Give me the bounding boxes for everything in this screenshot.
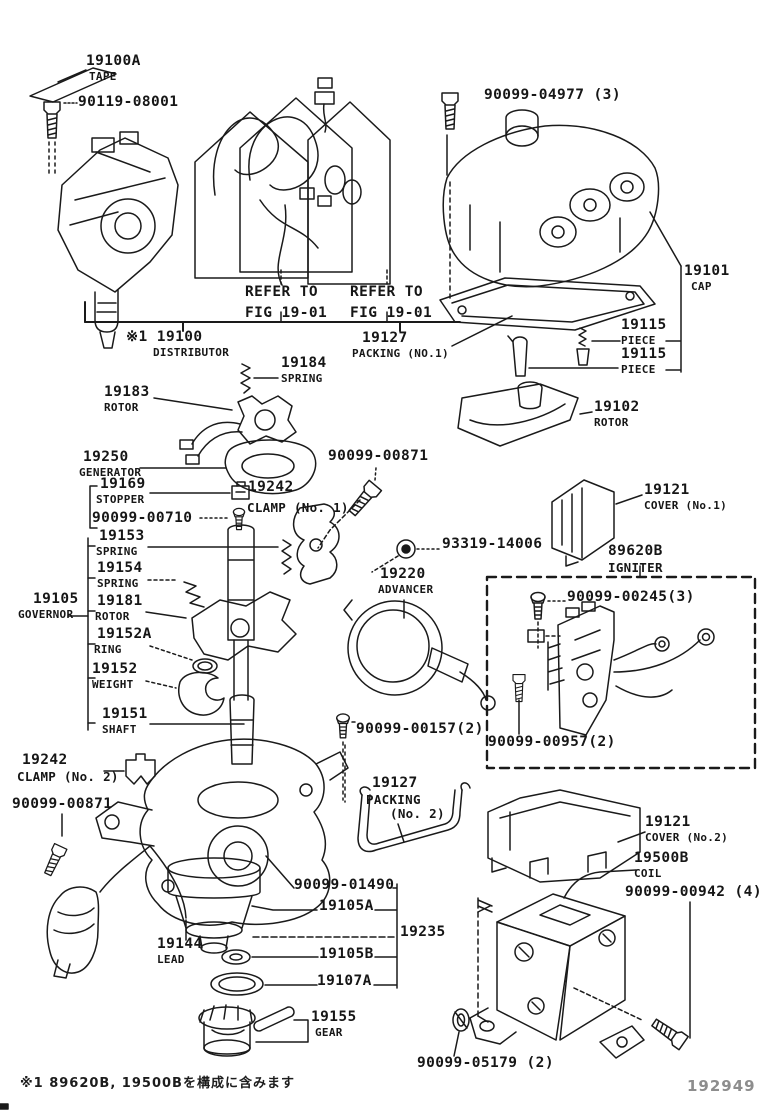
label-19500b-coil: 19500B COIL [634, 850, 689, 880]
assembly-bracket-line [84, 301, 461, 332]
igniter-drawing [512, 591, 715, 736]
label-19102-rotor: 19102 ROTOR [594, 399, 640, 429]
label-90099-01490: 90099-01490 [294, 877, 395, 893]
label-90099-00245: 90099-00245(3) [567, 589, 695, 605]
igniter-box [485, 565, 757, 770]
label-19154-spring: 19154 SPRING [97, 560, 143, 590]
page-number: 192949 [687, 1077, 756, 1095]
advancer-drawing [343, 599, 496, 711]
label-19105a: 19105A [319, 898, 374, 914]
rotor-19102-drawing [457, 381, 593, 447]
label-19181-rotor: 19181 ROTOR [95, 593, 143, 623]
governor-parts-drawing [145, 524, 297, 765]
label-93319-14006: 93319-14006 [442, 536, 543, 552]
label-19151-shaft: 19151 SHAFT [102, 706, 148, 736]
label-19115-piece-1: 19115 PIECE [621, 317, 667, 347]
label-90099-00957: 90099-00957(2) [488, 734, 616, 750]
label-19250-generator: 19250 GENERATOR [79, 449, 142, 479]
label-19105b: 19105B [319, 946, 374, 962]
label-19184-spring: 19184 SPRING [281, 355, 327, 385]
label-19152a-ring: 19152A RING [94, 626, 152, 656]
generator-19250-drawing [139, 395, 317, 495]
piece-19115-drawing [507, 265, 682, 377]
label-19183-rotor: 19183 ROTOR [104, 384, 150, 414]
label-19115-piece-2: 19115 PIECE [621, 346, 667, 376]
washer-oring-gear-drawing [198, 949, 319, 1057]
screw-00157-drawing [336, 713, 356, 801]
nut-93319-drawing [371, 539, 441, 573]
plug-wires-drawing [194, 77, 391, 286]
label-90099-04977: 90099-04977 (3) [484, 87, 621, 103]
label-19155-gear: 19155 GEAR [311, 1009, 357, 1039]
packing-no1-drawing [439, 277, 656, 347]
label-90099-00871-a: 90099-00871 [328, 448, 429, 464]
cover-no2-drawing [487, 789, 646, 883]
label-19127-packing-no1: 19127 PACKING (NO.1) [352, 330, 449, 360]
bolt-90119-drawing [43, 101, 78, 175]
packing-no2-drawing [344, 744, 471, 853]
label-refer-fig-2: REFER TO FIG 19-01 [350, 284, 433, 322]
label-19153-spring: 19153 SPRING [96, 528, 145, 558]
label-90099-00157: 90099-00157(2) [356, 721, 484, 737]
tape-drawing [29, 67, 117, 103]
label-19152-weight: 19152 WEIGHT [92, 661, 138, 691]
label-19101-cap: 19101 CAP [684, 263, 730, 293]
label-19242-no1: 19242 [248, 479, 294, 495]
housing-drawing [40, 738, 349, 979]
distributor-drawing [57, 131, 179, 349]
label-19100a: 19100A TAPE [86, 53, 141, 83]
spring-19184-drawing [240, 363, 279, 394]
cap-drawing [441, 92, 682, 301]
governor-bracket-line [67, 537, 96, 731]
coil-drawing [452, 869, 691, 1059]
label-19105-governor: 19105 GOVERNOR [18, 591, 79, 621]
label-90099-00942: 90099-00942 (4) [625, 884, 760, 900]
label-19169-stopper: 19169 STOPPER [96, 476, 146, 506]
label-19121-cover-no2: 19121 COVER (No.2) [645, 814, 729, 844]
label-90099-05179: 90099-05179 (2) [417, 1055, 554, 1071]
label-19127-packing-no2: 19127 PACKING (No. 2) [366, 775, 445, 822]
label-19100-distributor: ※1 19100 DISTRIBUTOR [126, 329, 230, 359]
refer-tick-lines [280, 269, 388, 323]
label-clamp-no1: CLAMP (No. 1) [247, 500, 349, 515]
label-19235: 19235 [400, 924, 446, 940]
label-90099-00710: 90099-00710 [92, 510, 193, 526]
label-89620b-igniter: 89620B IGNITER [608, 543, 663, 575]
label-refer-fig-1: REFER TO FIG 19-01 [245, 284, 328, 322]
bearing-cylinder-drawing [167, 855, 398, 989]
label-19144-lead: 19144 LEAD [157, 936, 203, 966]
footnote: ※1 89620B, 19500Bを構成に含みます [20, 1076, 295, 1091]
clamp-no1-part-drawing [292, 503, 340, 585]
label-19107a: 19107A [317, 973, 372, 989]
label-19220-advancer: 19220 ADVANCER [378, 566, 434, 596]
stopper-clamp-row-drawing [89, 481, 250, 531]
label-90119-08001: 90119-08001 [78, 94, 179, 110]
label-19242-clamp-no2: 19242 CLAMP (No. 2) [17, 752, 119, 784]
label-19121-cover-no1: 19121 COVER (No.1) [644, 482, 728, 512]
label-90099-00871-b: 90099-00871 [12, 796, 113, 812]
corner-mark [0, 1103, 9, 1110]
cover-no1-drawing [551, 479, 643, 567]
